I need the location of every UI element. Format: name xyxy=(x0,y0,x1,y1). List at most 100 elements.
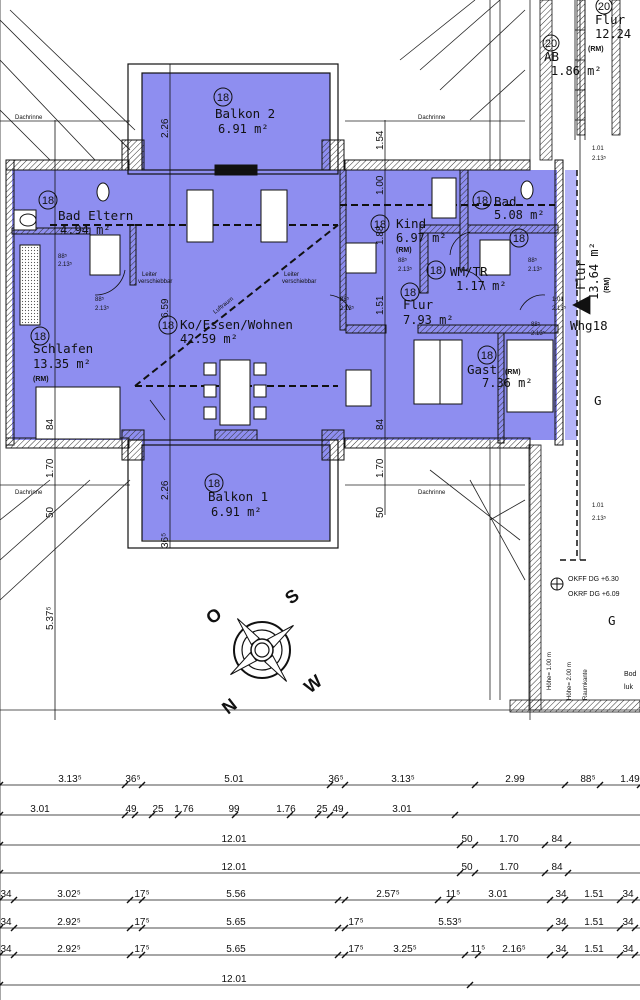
gast-area: 7.36 m² xyxy=(482,376,533,390)
balkon1-label: Balkon 1 xyxy=(208,489,268,504)
compass-n: N xyxy=(218,694,241,718)
dim-label: 12.01 xyxy=(221,834,246,845)
dim-tick xyxy=(451,811,459,819)
room-bad-eltern: 18 Bad Eltern 4.94 m² xyxy=(38,190,133,237)
dim-tick xyxy=(456,841,464,849)
dim-tick xyxy=(546,951,554,959)
dim-tick xyxy=(471,841,479,849)
dim-tick xyxy=(138,781,146,789)
bod-label: Bod xyxy=(624,671,637,678)
dim-label: 36⁵ xyxy=(328,774,343,785)
hoehe2-label: Höhe= 2.00 m xyxy=(567,662,573,700)
door-tag-3: 88⁵ xyxy=(95,296,105,303)
dim-tick xyxy=(631,924,639,932)
dim-tick xyxy=(616,924,624,932)
balcony-outlines xyxy=(127,63,339,549)
door-tag-6: 2.13⁵ xyxy=(340,305,355,312)
door-tag-7: 88⁵ xyxy=(398,257,408,264)
dim-label: 84 xyxy=(551,862,563,873)
room-flur: 18 Flur 7.93 m² xyxy=(400,282,454,327)
room-schlafen: 18 Schlafen 13.35 m² (RM) xyxy=(30,326,93,383)
flur-unit: 18 xyxy=(404,287,416,299)
dim-label: 11⁵ xyxy=(471,944,486,955)
door-tag-4: 2.13⁵ xyxy=(95,305,110,312)
dim-label: 84 xyxy=(551,834,563,845)
dim-tick xyxy=(616,896,624,904)
dim-tick xyxy=(596,781,604,789)
okff-label: OKFF DG +6.30 xyxy=(568,576,619,583)
room-flur-right: Flur 13.64 m² (RM) xyxy=(573,242,611,300)
g-label-1: G xyxy=(594,393,602,408)
compass-w: W xyxy=(300,671,326,697)
flur-label: Flur xyxy=(403,297,434,312)
gast-label: Gast xyxy=(467,362,497,377)
dim-tick xyxy=(546,896,554,904)
dim-tick xyxy=(466,981,474,989)
dachrinne-4: Dachrinne xyxy=(418,490,446,496)
ko-essen-area: 42.59 m² xyxy=(180,332,238,346)
dim-label: 2.92⁵ xyxy=(57,917,81,928)
vdim-5375: 5.37⁵ xyxy=(45,606,56,630)
dim-tick xyxy=(231,811,239,819)
dim-tick xyxy=(286,811,294,819)
dim-tick xyxy=(334,896,342,904)
ab-unit: 20 xyxy=(545,38,557,50)
dim-label: 34 xyxy=(555,889,567,900)
dim-label: 1.51 xyxy=(584,889,604,900)
room-top-right: 20 Flur 12.24 20 AB (RM) 1.86 m² xyxy=(542,0,631,78)
level-cross-icon xyxy=(551,578,563,590)
dim-tick xyxy=(341,896,349,904)
dim-label: 17⁵ xyxy=(348,917,363,928)
dim-tick xyxy=(341,924,349,932)
dim-label: 1.76 xyxy=(174,804,194,815)
vdim-226b: 2.26 xyxy=(160,480,171,500)
door-tags: 88⁵ 2.13⁵ 88⁵ 2.13⁵ 88⁵ 2.13⁵ 88⁵ 2.13⁵ … xyxy=(58,146,607,522)
right-dashed xyxy=(560,170,590,561)
door-tag-16: 2.13⁵ xyxy=(592,155,607,162)
vdim-659: 6.59 xyxy=(160,298,171,318)
dim-label: 2.92⁵ xyxy=(57,944,81,955)
room-gast: 18 Gast (RM) 7.36 m² xyxy=(467,345,533,390)
door-tag-17: 1.01 xyxy=(592,503,604,509)
vdim-50a: 50 xyxy=(45,506,56,518)
schlafen-unit: 18 xyxy=(34,331,46,343)
dim-tick xyxy=(631,896,639,904)
dim-label: 5.01 xyxy=(224,774,244,785)
wmtr-unit: 18 xyxy=(430,265,442,277)
door-tag-8: 2.13⁵ xyxy=(398,266,413,273)
dim-tick xyxy=(616,951,624,959)
dim-tick xyxy=(326,781,334,789)
bad-eltern-area: 4.94 m² xyxy=(60,223,111,237)
dim-tick xyxy=(341,781,349,789)
dim-label: 2.99 xyxy=(505,774,525,785)
vdim-100: 1.00 xyxy=(375,175,386,195)
dim-label: 49 xyxy=(125,804,137,815)
dim-label: 17⁵ xyxy=(134,917,149,928)
dim-tick xyxy=(10,924,18,932)
dim-tick xyxy=(126,924,134,932)
dim-tick xyxy=(0,841,4,846)
dim-tick xyxy=(148,811,156,819)
dim-label: 34 xyxy=(622,917,634,928)
room-balkon-1: 18 Balkon 1 6.91 m² xyxy=(204,473,268,519)
room-bad: 18 Bad 5.08 m² xyxy=(472,190,545,222)
door-tag-13: 1.01 xyxy=(552,297,564,303)
vdim-84a: 84 xyxy=(45,418,56,430)
dim-tick xyxy=(456,869,464,877)
dim-tick xyxy=(121,811,129,819)
kind-label: Kind xyxy=(396,216,426,231)
bad-label: Bad xyxy=(494,194,517,209)
dim-label: 34 xyxy=(0,917,12,928)
dim-label: 49 xyxy=(332,804,344,815)
vdim-154: 1.54 xyxy=(375,130,386,150)
compass-s: S xyxy=(281,585,303,608)
compass-icon xyxy=(230,618,294,682)
dim-label: 3.13⁵ xyxy=(58,774,82,785)
dim-tick xyxy=(564,841,572,849)
dim-tick xyxy=(0,924,4,929)
luftraum-label: Luftraum xyxy=(213,296,235,315)
dim-label: 2.57⁵ xyxy=(376,889,400,900)
right-walls xyxy=(509,0,640,713)
dim-tick xyxy=(314,811,322,819)
dim-tick xyxy=(138,951,146,959)
